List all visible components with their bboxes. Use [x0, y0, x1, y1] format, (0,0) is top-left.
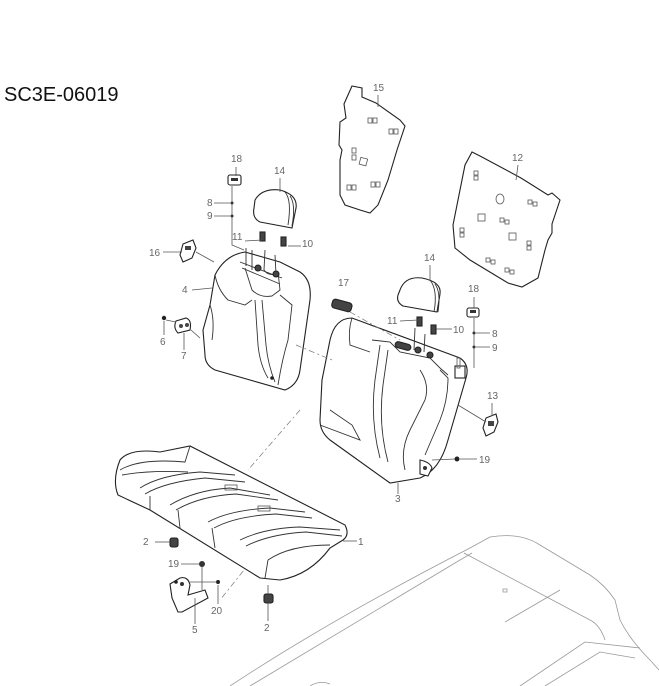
callout-9a: 9 [207, 211, 213, 222]
callout-19a: 19 [479, 455, 491, 466]
bottom-hardware [169, 537, 274, 613]
diagram-id-label: SC3E-06019 [4, 84, 119, 106]
callout-16: 16 [149, 248, 161, 259]
callout-10b: 10 [453, 325, 465, 336]
callout-5: 5 [192, 625, 198, 636]
left-headrest-guides [239, 231, 287, 285]
part-15-back-panel [338, 85, 406, 214]
callout-2a: 2 [143, 537, 149, 548]
callout-20: 20 [211, 606, 223, 617]
callout-7: 7 [181, 351, 187, 362]
part-12-back-panel [452, 151, 561, 288]
callout-1: 1 [358, 537, 364, 548]
assembly-dash-lines [219, 344, 333, 601]
callout-11a: 11 [232, 232, 243, 243]
part-3-right-seatback [319, 317, 468, 484]
callout-8b: 8 [492, 329, 498, 340]
callout-19b: 19 [168, 559, 180, 570]
callout-9b: 9 [492, 343, 498, 354]
callout-14a: 14 [274, 166, 286, 177]
callout-10a: 10 [302, 239, 314, 250]
right-small-parts [331, 298, 499, 462]
callout-2b: 2 [264, 623, 270, 634]
callout-12: 12 [512, 153, 524, 164]
part-4-left-seatback [202, 251, 311, 391]
callout-17: 17 [338, 278, 350, 289]
callout-6: 6 [160, 337, 166, 348]
left-small-parts [161, 174, 245, 339]
vehicle-outline [229, 535, 659, 686]
callout-4: 4 [182, 285, 188, 296]
callout-18a: 18 [231, 154, 243, 165]
part-1-seat-cushion [114, 445, 348, 581]
callout-18b: 18 [468, 284, 480, 295]
callout-11b: 11 [387, 316, 398, 327]
part-14-right-headrest [397, 277, 441, 359]
callout-8a: 8 [207, 198, 213, 209]
part-14-left-headrest [253, 189, 297, 229]
callout-3: 3 [395, 494, 401, 505]
callout-labels: 1 2 2 3 4 5 6 7 8 8 9 9 10 10 11 11 12 1… [143, 83, 524, 636]
callout-15: 15 [373, 83, 385, 94]
callout-14b: 14 [424, 253, 436, 264]
callout-13: 13 [487, 391, 499, 402]
callout-leaders [155, 95, 519, 624]
